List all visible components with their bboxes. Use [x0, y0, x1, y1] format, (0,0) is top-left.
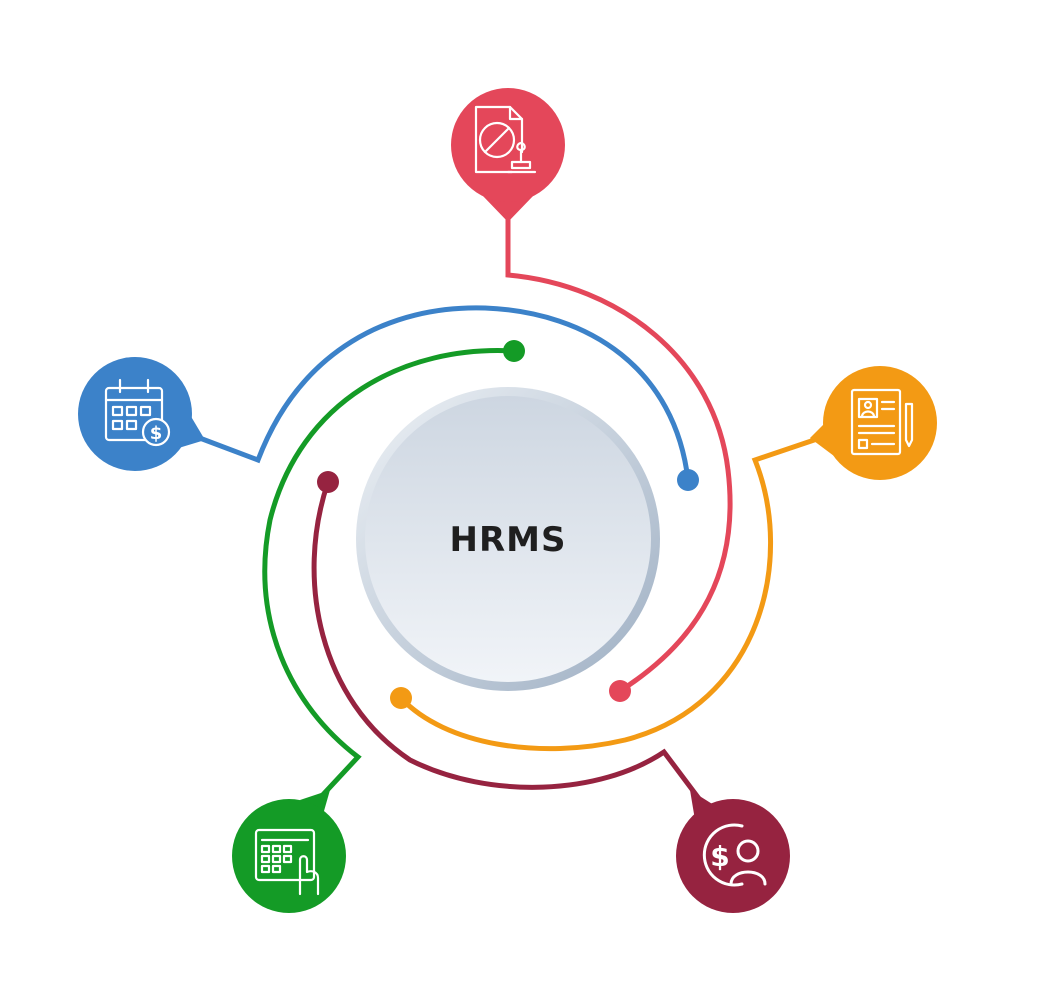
payroll-person-icon: $: [702, 823, 767, 887]
connector-blue: [194, 305, 691, 483]
calendar-dollar-icon: $: [104, 378, 171, 447]
connector-green: [262, 348, 517, 803]
connector-orange: [398, 433, 829, 752]
node-red[interactable]: [451, 88, 565, 222]
calculator-touch-icon: [254, 828, 320, 896]
profile-document-icon: [850, 388, 914, 456]
connector-dot-red: [609, 680, 631, 702]
hub-label: HRMS: [449, 520, 567, 560]
node-orange[interactable]: [810, 366, 937, 480]
connector-maroon: [311, 479, 703, 803]
stamped-document-icon: [474, 105, 537, 174]
node-maroon[interactable]: $: [676, 790, 790, 913]
svg-text:$: $: [710, 840, 729, 873]
connector-dot-green: [503, 340, 525, 362]
node-green[interactable]: [232, 790, 346, 913]
connector-dot-maroon: [317, 471, 339, 493]
hub-circle: [365, 396, 651, 682]
connector-dot-orange: [390, 687, 412, 709]
node-blue[interactable]: $: [78, 357, 205, 471]
connector-dot-blue: [677, 469, 699, 491]
svg-text:$: $: [150, 423, 163, 444]
connector-red: [505, 211, 733, 694]
